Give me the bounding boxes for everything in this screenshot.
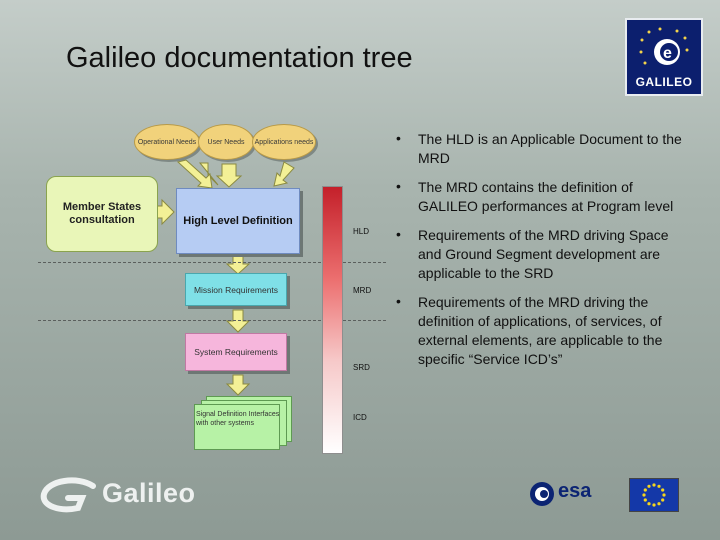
eu-flag-icon xyxy=(629,478,679,512)
icd-doc-front xyxy=(194,404,280,450)
member-states-box: Member States consultation xyxy=(46,176,158,252)
bullet-marker: • xyxy=(396,130,401,146)
icd-box-label: Signal Definition Interfaces with other … xyxy=(196,411,280,427)
down-arrow-icon xyxy=(198,162,219,186)
galileo-logo-icon: e GALILEO xyxy=(625,18,703,96)
bullet-item: • Requirements of the MRD driving the de… xyxy=(390,293,690,369)
user-needs-ellipse: User Needs xyxy=(198,124,254,160)
level-gradient-bar xyxy=(322,186,343,454)
down-arrow-icon xyxy=(225,374,251,396)
level-icd: ICD xyxy=(353,413,367,422)
level-mrd: MRD xyxy=(353,286,372,295)
down-arrow-icon xyxy=(176,159,213,189)
bullet-text: The MRD contains the definition of GALIL… xyxy=(418,179,674,214)
esa-wordmark: esa xyxy=(558,480,592,502)
level-srd: SRD xyxy=(353,363,370,372)
footer-brand: Galileo xyxy=(102,478,196,508)
bullet-item: • The HLD is an Applicable Document to t… xyxy=(390,130,690,168)
bullet-marker: • xyxy=(396,226,401,242)
esa-logo-icon xyxy=(530,482,554,506)
svg-text:e: e xyxy=(663,45,672,62)
bullet-text: Requirements of the MRD driving the defi… xyxy=(418,294,663,367)
system-requirements-box: System Requirements xyxy=(185,333,287,371)
down-arrow-icon xyxy=(225,254,251,275)
bullet-item: • Requirements of the MRD driving Space … xyxy=(390,226,690,283)
level-hld: HLD xyxy=(353,227,370,236)
mission-requirements-box: Mission Requirements xyxy=(185,273,287,306)
bullet-marker: • xyxy=(396,178,401,194)
logo-text: GALILEO xyxy=(635,75,693,89)
divider xyxy=(38,262,386,263)
bullet-text: The HLD is an Applicable Document to the… xyxy=(418,131,682,166)
operational-needs-ellipse: Operational Needs xyxy=(134,124,200,160)
bullet-list: • The HLD is an Applicable Document to t… xyxy=(390,130,690,379)
high-level-definition-box: High Level Definition xyxy=(176,188,300,254)
bullet-item: • The MRD contains the definition of GAL… xyxy=(390,178,690,216)
galileo-swoosh-icon xyxy=(40,477,96,513)
down-arrow-icon xyxy=(225,309,251,333)
bullet-text: Requirements of the MRD driving Space an… xyxy=(418,227,669,281)
slide-title: Galileo documentation tree xyxy=(66,42,413,74)
down-arrow-icon xyxy=(215,163,243,188)
down-arrow-icon xyxy=(273,161,295,187)
applications-needs-ellipse: Applications needs xyxy=(252,124,316,160)
bullet-marker: • xyxy=(396,293,401,309)
divider xyxy=(38,320,386,321)
